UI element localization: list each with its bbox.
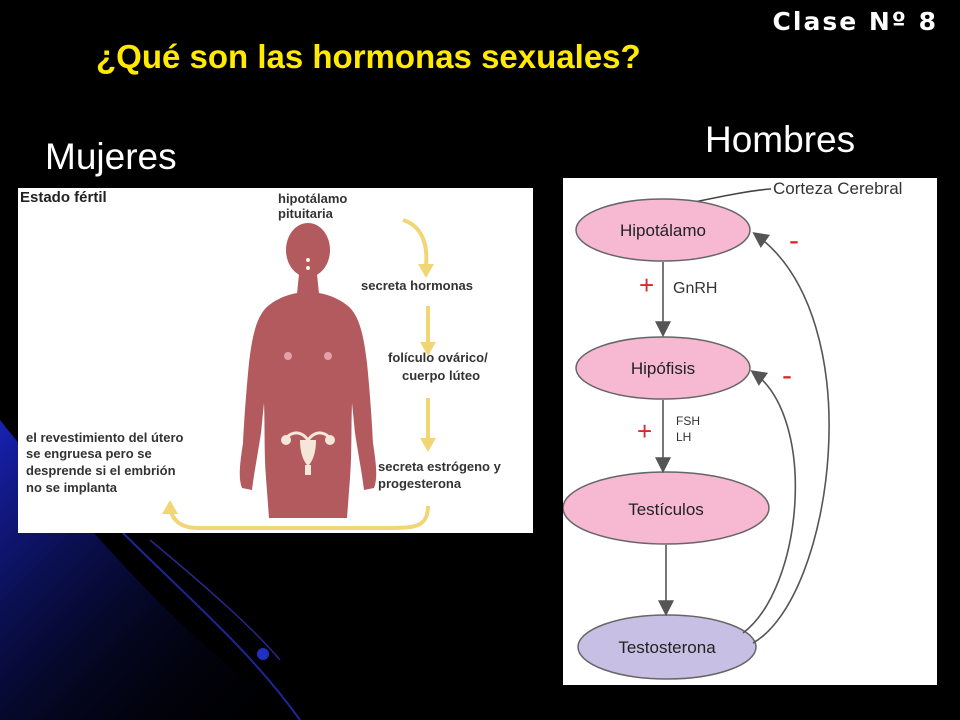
arrowheads [162,264,436,514]
minus-sign-hypothalamus: - [789,224,799,257]
fertile-state-label: Estado fértil [20,189,107,206]
step-1-line-1: hipotálamo [278,191,347,206]
feedback-to-pituitary [742,370,797,634]
cortex-label: Corteza Cerebral [773,179,902,198]
uterus-text-line-4: no se implanta [26,480,118,495]
step-3-line-2: cuerpo lúteo [402,368,480,383]
testosterone-label: Testosterona [618,638,716,657]
plus-sign-fsh-lh: + [637,416,652,446]
uterus-text-line-2: se engruesa pero se [26,446,152,461]
breast-right [324,352,332,360]
uterus-text-line-1: el revestimiento del útero [26,430,184,445]
plus-sign-gnrh: + [639,270,654,300]
minus-sign-pituitary: - [782,359,792,392]
uterus-icon [281,431,335,475]
step-2-line-1: secreta hormonas [361,278,473,293]
pituitary-dot [306,258,310,262]
pituitary-label: Hipófisis [631,359,695,378]
fsh-label: FSH [676,414,700,428]
slide-title: ¿Qué son las hormonas sexuales? [96,38,641,75]
feedback-to-hypothalamus [752,232,830,644]
cycle-arrows [168,218,430,530]
hypothalamus-label: Hipotálamo [620,221,706,240]
men-heading: Hombres [705,119,856,160]
lh-label: LH [676,430,691,444]
step-3-line-1: folículo ovárico/ [388,350,488,365]
step-4-line-1: secreta estrógeno y [378,459,502,474]
class-number-label: Clase Nº 8 [772,7,938,36]
hypothalamus-node [575,198,751,262]
decor-dot [257,648,269,660]
body-silhouette [239,223,377,518]
breast-left [284,352,292,360]
step-1-line-2: pituitaria [278,206,334,221]
women-cycle-diagram: Estado fértil hipotálamo pituitaria secr… [18,188,533,533]
men-axis-diagram: Corteza Cerebral Hipotálamo Hipófisis Te… [563,178,937,685]
step-4-line-2: progesterona [378,476,462,491]
testicles-label: Testículos [628,500,704,519]
gnrh-label: GnRH [673,280,717,297]
hypothalamus-dot [306,266,310,270]
uterus-text-line-3: desprende si el embrión [26,463,176,478]
women-heading: Mujeres [45,136,177,177]
